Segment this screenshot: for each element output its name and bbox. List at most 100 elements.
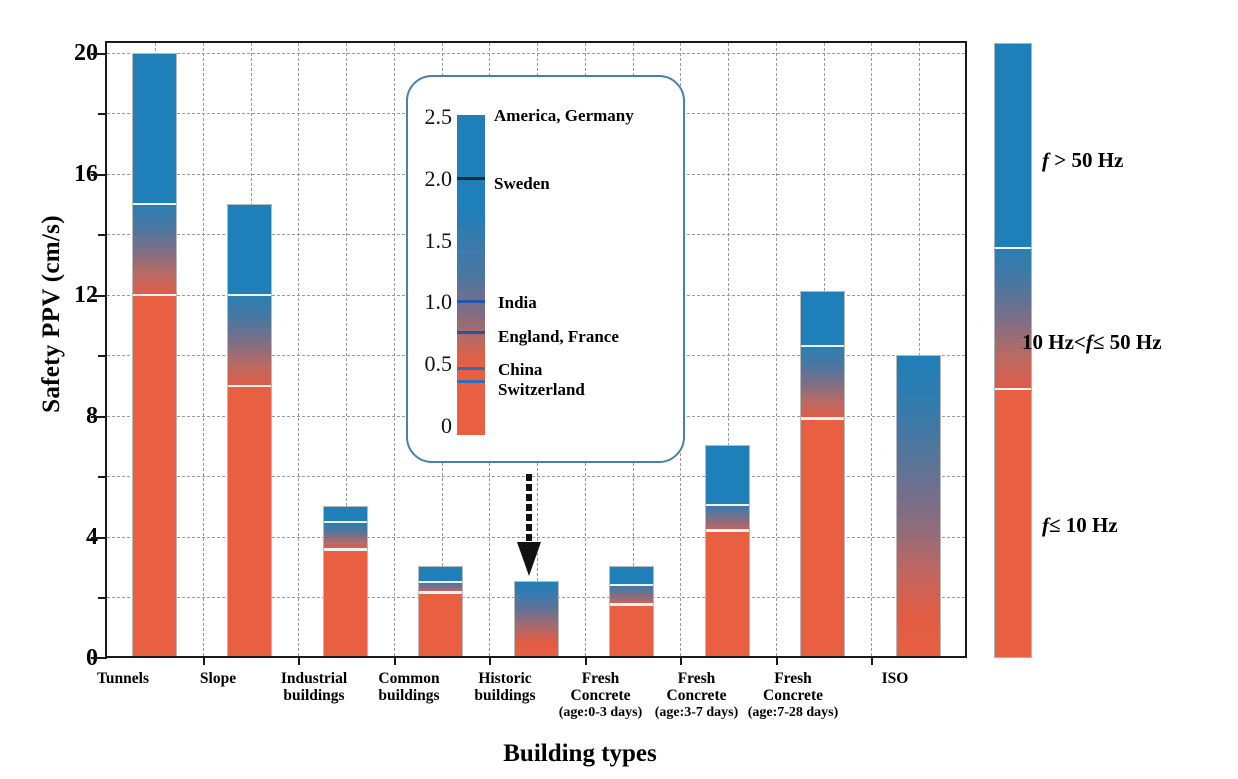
legend-symbol-f: f	[1085, 330, 1093, 354]
gridline-v-2	[203, 43, 204, 656]
inset-colorbar	[457, 115, 485, 435]
x-category-line1: Fresh	[677, 670, 716, 687]
gridline-v-16	[871, 43, 872, 656]
inset-segment-gradient	[457, 115, 485, 435]
y-tick-4	[91, 537, 107, 539]
bar-segment-high	[419, 567, 462, 582]
x-tick-4	[489, 656, 491, 665]
x-tick-8	[871, 656, 873, 665]
bar-segment-low	[228, 387, 271, 656]
x-tick-5	[585, 656, 587, 665]
x-axis-title: Building types	[503, 740, 657, 767]
bar-segment-low	[610, 606, 653, 656]
bar-segment-low	[324, 551, 367, 656]
inset-label-switzerland: Switzerland	[498, 380, 585, 399]
x-category-common-buildings: Common buildings	[354, 670, 464, 705]
x-category-iso: ISO	[840, 670, 950, 687]
bar-separator-high-mid	[228, 294, 271, 297]
y-tick-12	[91, 295, 107, 297]
bar-segment-low	[706, 532, 749, 656]
x-category-line2: Concrete	[570, 687, 631, 705]
x-tick-7	[776, 656, 778, 665]
bar-segment-low	[801, 420, 844, 656]
bar-segment-mid	[706, 506, 749, 531]
bar-segment-gradient	[897, 356, 940, 656]
y-tick-8	[91, 416, 107, 418]
inset-label-sweden: Sweden	[494, 174, 550, 193]
bar-fresh-concrete-7-28[interactable]	[800, 291, 845, 656]
bar-segment-low	[419, 594, 462, 656]
bar-slope[interactable]	[227, 204, 272, 656]
bar-segment-low	[133, 296, 176, 656]
bar-iso[interactable]	[896, 355, 941, 656]
bar-separator-mid-low	[801, 417, 844, 420]
x-category-line3: (age:0-3 days)	[558, 704, 643, 720]
bar-segment-mid	[324, 523, 367, 550]
bar-historic-buildings[interactable]	[514, 581, 559, 656]
legend-label-mid-frequency: 10 Hz<f≤ 50 Hz	[1022, 330, 1162, 355]
gridline-v-13	[728, 43, 729, 656]
y-tick-label-16: 16	[74, 161, 98, 187]
inset-label-america-germany: America, Germany	[494, 106, 634, 125]
frequency-colorbar-legend	[994, 43, 1032, 658]
annotation-arrow-icon	[517, 474, 541, 576]
legend-symbol-f: f	[1042, 513, 1049, 537]
inset-marker-switzerland	[457, 380, 485, 383]
bar-segment-high	[801, 292, 844, 347]
bar-segment-mid	[801, 347, 844, 419]
legend-label-high-frequency: f > 50 Hz	[1042, 148, 1123, 173]
legend-label-low-frequency: f≤ 10 Hz	[1042, 513, 1118, 538]
y-tick-20	[91, 53, 107, 55]
x-category-fresh-concrete-7-28: Fresh Concrete (age:7-28 days)	[731, 670, 855, 720]
bar-fresh-concrete-3-7[interactable]	[705, 445, 750, 656]
y-tick-minor-6	[98, 476, 107, 478]
x-tick-1	[203, 656, 205, 665]
gridline-v-4	[298, 43, 299, 656]
y-tick-minor-18	[98, 113, 107, 115]
legend-mid-pre: 10 Hz<	[1022, 330, 1086, 354]
x-category-line1: ISO	[881, 670, 909, 687]
x-category-fresh-concrete-3-7: Fresh Concrete (age:3-7 days)	[636, 670, 757, 720]
bar-separator-mid-low	[133, 294, 176, 297]
bar-segment-high	[228, 205, 271, 296]
y-tick-0	[91, 657, 107, 659]
legend-high-rest: > 50 Hz	[1049, 148, 1124, 172]
bar-segment-gradient	[515, 582, 558, 656]
gridline-v-5	[346, 43, 347, 656]
x-category-line1: Common	[378, 670, 440, 687]
x-category-line2: buildings	[378, 687, 440, 705]
inset-label-china: China	[498, 360, 543, 379]
inset-label-india: India	[498, 293, 537, 312]
x-tick-2	[298, 656, 300, 665]
inset-tick-1.5: 1.5	[424, 228, 453, 253]
y-tick-16	[91, 174, 107, 176]
bar-segment-high	[133, 54, 176, 205]
x-category-line1: Industrial	[280, 670, 348, 687]
x-tick-6	[680, 656, 682, 665]
x-tick-3	[394, 656, 396, 665]
x-category-line1: Tunnels	[97, 670, 149, 687]
bar-separator-mid-low	[706, 529, 749, 532]
inset-marker-india	[457, 300, 485, 303]
x-category-line2: Concrete	[763, 687, 823, 705]
bar-separator-high-mid	[706, 504, 749, 507]
x-category-line3: (age:7-28 days)	[747, 704, 839, 720]
bar-fresh-concrete-0-3[interactable]	[609, 566, 654, 656]
gridline-h-6	[107, 476, 965, 477]
inset-marker-england-france	[457, 331, 485, 334]
x-category-slope: Slope	[163, 670, 273, 687]
bar-industrial-buildings[interactable]	[323, 506, 368, 656]
inset-label-england-france: England, France	[498, 327, 619, 346]
bar-common-buildings[interactable]	[418, 566, 463, 656]
bar-segment-mid	[133, 205, 176, 296]
inset-marker-sweden	[457, 177, 485, 180]
y-tick-label-0: 0	[86, 645, 98, 671]
inset-tick-0.5: 0.5	[424, 351, 453, 376]
x-category-line3: (age:3-7 days)	[654, 704, 739, 720]
bar-tunnels[interactable]	[132, 53, 177, 656]
bar-segment-high	[324, 507, 367, 522]
x-category-line1: Fresh	[774, 670, 812, 687]
inset-country-standards-panel: 2.5 2.0 1.5 1.0 0.5 0 America, Germany S…	[406, 75, 685, 463]
legend-low-rest: ≤ 10 Hz	[1049, 513, 1118, 537]
